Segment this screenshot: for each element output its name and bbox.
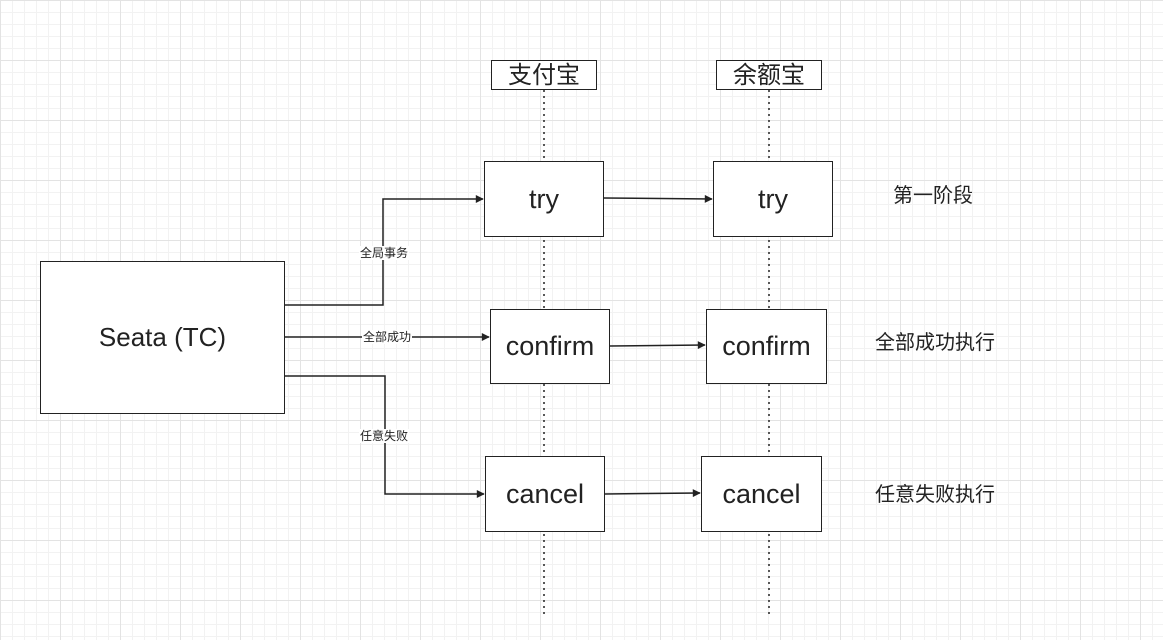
try-to-try-arrow: [603, 194, 713, 203]
yuebao-confirm-box: confirm: [706, 309, 827, 384]
alipay-header: 支付宝: [491, 60, 597, 90]
all-success-exec-label: 全部成功执行: [875, 330, 995, 354]
confirm-to-confirm-arrow: [609, 341, 706, 350]
yuebao-cancel-box: cancel: [701, 456, 822, 532]
alipay-confirm-box: confirm: [490, 309, 610, 384]
all-success-label: 全部成功: [362, 330, 413, 344]
yuebao-try-box: try: [713, 161, 833, 237]
global-tx-label: 全局事务: [359, 246, 410, 260]
seata-tc-box: Seata (TC): [40, 261, 285, 414]
alipay-try-box: try: [484, 161, 604, 237]
any-fail-label: 任意失败: [359, 429, 410, 443]
phase-one-label: 第一阶段: [893, 183, 973, 207]
any-fail-exec-label: 任意失败执行: [875, 482, 995, 506]
cancel-to-cancel-arrow: [604, 489, 701, 498]
yuebao-header: 余额宝: [716, 60, 822, 90]
alipay-cancel-box: cancel: [485, 456, 605, 532]
